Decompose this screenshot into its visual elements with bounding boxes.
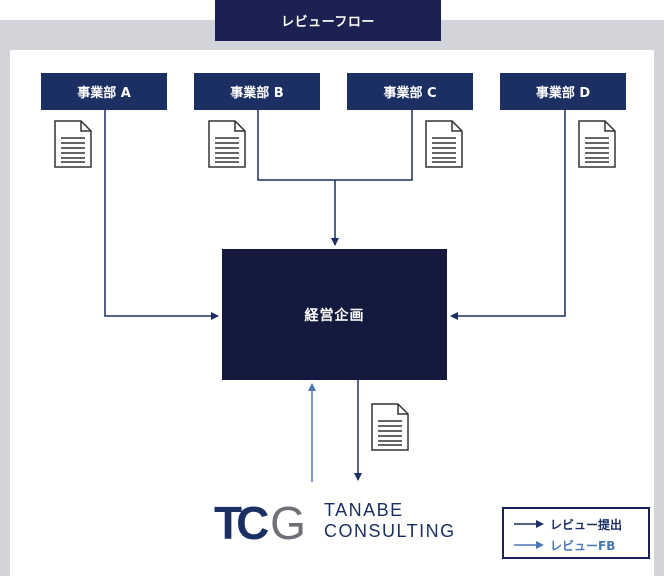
legend: レビュー提出 レビューFB [502, 507, 650, 559]
logo-line-2: CONSULTING [324, 521, 456, 541]
logo-line-1: TANABE [324, 500, 404, 520]
department-c-box: 事業部 C [347, 73, 473, 110]
tcg-logo: TC G TANABE CONSULTING [214, 492, 454, 550]
logo-mark-g: G [270, 497, 306, 549]
document-icon [578, 120, 616, 168]
logo-mark-text: TC [214, 497, 269, 549]
legend-feedback-label: レビューFB [550, 538, 616, 553]
legend-submit-label: レビュー提出 [550, 517, 623, 532]
connector-b [257, 110, 413, 181]
tcg-logo-mark: TC G [214, 497, 306, 549]
document-icon [425, 120, 463, 168]
feedback-arrow-icon [514, 541, 544, 549]
document-icon [208, 120, 246, 168]
department-b-box: 事業部 B [194, 73, 320, 110]
corporate-planning-box: 経営企画 [222, 249, 447, 380]
document-icon [54, 120, 92, 168]
connector-a [104, 110, 219, 320]
tcg-logo-wordmark: TANABE CONSULTING [324, 500, 456, 542]
submit-arrow-icon [514, 520, 544, 528]
connector-d [450, 110, 566, 320]
legend-feedback: レビューFB [514, 535, 615, 555]
diagram-title: レビューフロー [215, 0, 441, 41]
legend-submit: レビュー提出 [514, 514, 622, 534]
department-a-box: 事業部 A [41, 73, 167, 110]
department-d-box: 事業部 D [500, 73, 626, 110]
document-icon [371, 403, 409, 451]
